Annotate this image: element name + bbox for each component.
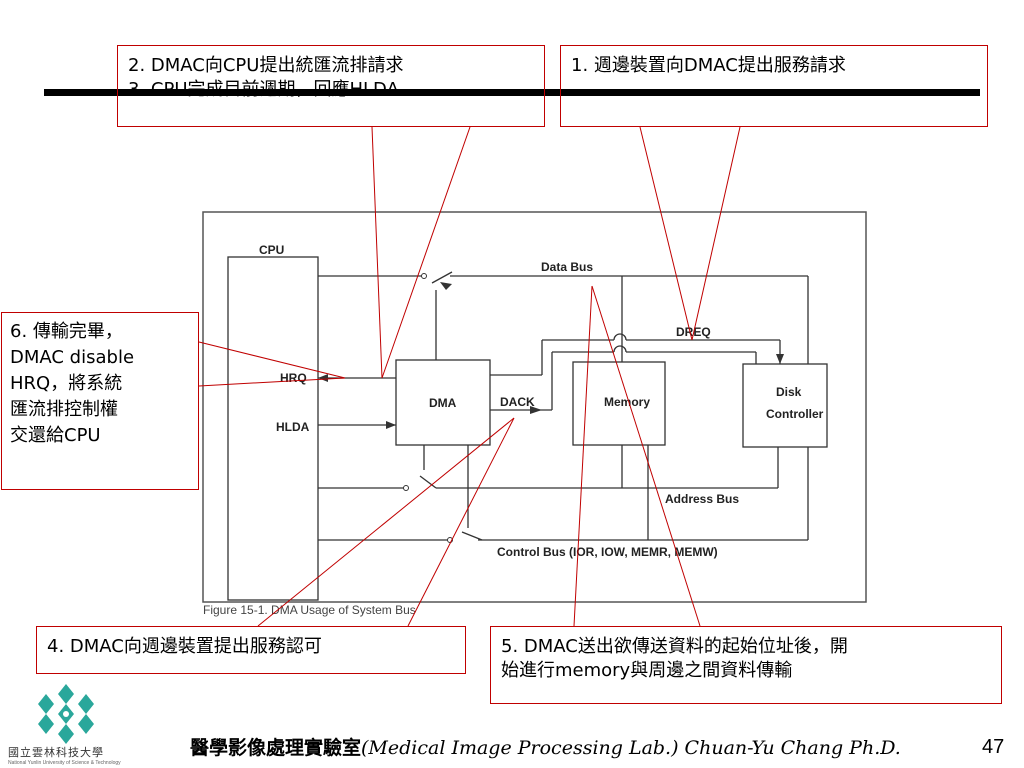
controller-label: Controller: [766, 407, 824, 421]
callout-5-line: 始進行memory與周邊之間資料傳輸: [501, 660, 793, 681]
university-name-en: National Yunlin University of Science & …: [8, 760, 121, 766]
callout-1: 1. 週邊裝置向DMAC提出服務請求: [560, 45, 988, 127]
dack-label: DACK: [500, 395, 535, 409]
university-name: 國立雲林科技大學: [8, 746, 104, 759]
footer-text: 醫學影像處理實驗室(Medical Image Processing Lab.)…: [190, 733, 901, 760]
callout-6: 6. 傳輸完畢， DMAC disable HRQ，將系統 匯流排控制權 交還給…: [1, 312, 199, 490]
disk-label: Disk: [776, 385, 802, 399]
callout-6-line: 6. 傳輸完畢，: [10, 321, 123, 342]
callout-6-line: 匯流排控制權: [10, 399, 118, 420]
callout-5-line: 5. DMAC送出欲傳送資料的起始位址後，開: [501, 636, 848, 657]
footer-lab-zh: 醫學影像處理實驗室: [190, 737, 362, 759]
callout-4: 4. DMAC向週邊裝置提出服務認可: [36, 626, 466, 674]
disk-controller-block: [742, 363, 828, 448]
dreq-label: DREQ: [676, 325, 711, 339]
hrq-label: HRQ: [280, 371, 307, 385]
data-bus-label: Data Bus: [541, 260, 594, 274]
address-bus-label: Address Bus: [665, 492, 740, 506]
hlda-label: HLDA: [276, 420, 310, 434]
callout-3-text: 3. CPU完成目前週期，回應HLDA: [128, 79, 399, 100]
page-number: 47: [982, 736, 1005, 758]
figure-caption: Figure 15-1. DMA Usage of System Bus: [203, 603, 416, 617]
cpu-label: CPU: [259, 243, 285, 257]
university-logo-icon: [38, 684, 94, 744]
dma-label: DMA: [429, 396, 457, 410]
callout-1-text: 1. 週邊裝置向DMAC提出服務請求: [571, 55, 846, 76]
callout-4-text: 4. DMAC向週邊裝置提出服務認可: [47, 636, 322, 657]
memory-label: Memory: [604, 395, 651, 409]
callout-6-line: HRQ，將系統: [10, 373, 123, 394]
callout-2-text: 2. DMAC向CPU提出統匯流排請求: [128, 55, 404, 76]
callout-6-line: DMAC disable: [10, 347, 135, 368]
control-bus-label: Control Bus (IOR, IOW, MEMR, MEMW): [497, 545, 718, 559]
callout-5: 5. DMAC送出欲傳送資料的起始位址後，開 始進行memory與周邊之間資料傳…: [490, 626, 1002, 704]
footer-lab-en: (Medical Image Processing Lab.) Chuan-Yu…: [361, 737, 901, 759]
callout-2-3: 2. DMAC向CPU提出統匯流排請求 3. CPU完成目前週期，回應HLDA: [117, 45, 545, 127]
title-bar-line: [44, 89, 980, 96]
callout-6-line: 交還給CPU: [10, 425, 101, 446]
